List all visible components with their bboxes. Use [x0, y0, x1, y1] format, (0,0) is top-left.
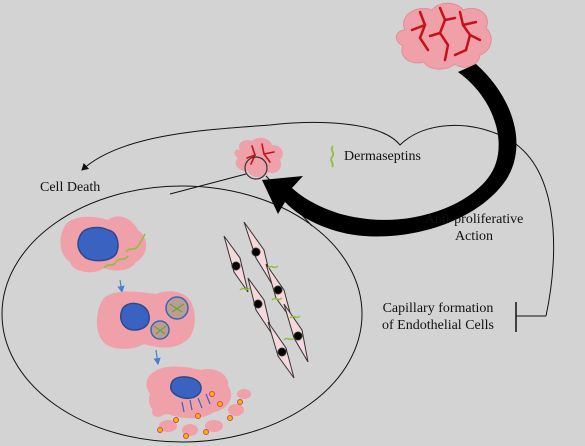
- capillary-formation-label: Capillary formation of Endothelial Cells: [364, 300, 512, 334]
- peptides-on-endothelium: [239, 265, 301, 341]
- anti-proliferative-line2: Action: [454, 229, 494, 244]
- dermaseptins-label: Dermaseptins: [344, 149, 421, 164]
- dying-tumor-cell: [146, 366, 251, 439]
- cell-death-label: Cell Death: [40, 180, 101, 195]
- outer-loop-arrow: [81, 121, 555, 317]
- capillary-line1: Capillary formation: [382, 301, 494, 316]
- capillary-line2: of Endothelial Cells: [382, 318, 494, 333]
- vascularized-tumor: [395, 2, 492, 70]
- small-tumor: [234, 137, 283, 180]
- tumor-cell-2: [96, 291, 195, 349]
- anti-proliferative-label: Anti-proliferative Action: [418, 211, 530, 245]
- anti-proliferative-line1: Anti-proliferative: [424, 212, 524, 227]
- stage-arrow-1: [117, 279, 125, 294]
- cell-region-ellipse: [1, 185, 363, 443]
- zoom-line-left: [169, 173, 247, 195]
- tumor-cell-1: [60, 216, 147, 273]
- stage-arrow-2: [153, 349, 161, 366]
- anti-proliferative-arrow: [262, 64, 517, 237]
- endothelial-cells: [223, 221, 309, 379]
- dermaseptin-legend-icon: [330, 145, 335, 168]
